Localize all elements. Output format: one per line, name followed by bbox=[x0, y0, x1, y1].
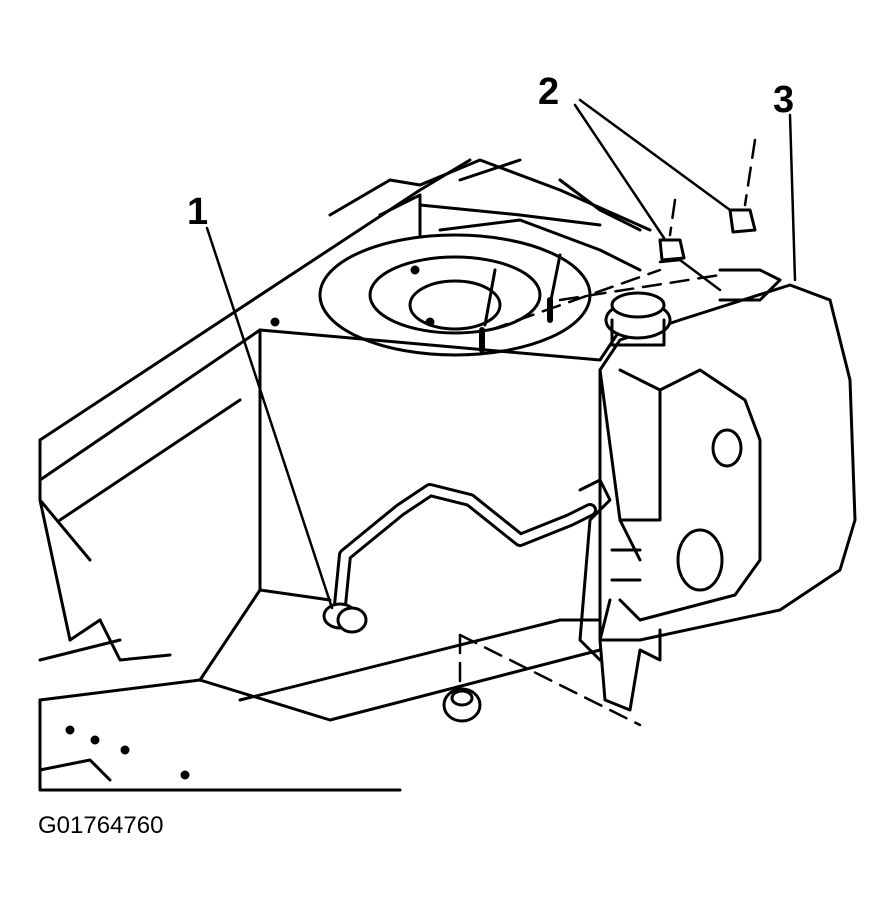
leader-2b bbox=[578, 98, 732, 212]
cowl-panel bbox=[328, 158, 652, 272]
leader-2a bbox=[573, 103, 666, 240]
fender-outline bbox=[38, 158, 472, 662]
callout-2: 2 bbox=[538, 71, 560, 113]
coolant-hose bbox=[322, 483, 597, 634]
callout-3: 3 bbox=[773, 79, 795, 121]
leader-lines bbox=[205, 98, 797, 610]
leader-1 bbox=[205, 226, 334, 610]
strut-tower bbox=[258, 233, 622, 362]
leader-3 bbox=[788, 113, 797, 282]
inner-fender bbox=[38, 328, 612, 792]
mounting-nuts bbox=[442, 208, 757, 723]
assembly-lines bbox=[198, 138, 757, 727]
coolant-reservoir bbox=[578, 268, 857, 712]
figure-id: G01764760 bbox=[38, 812, 164, 839]
callout-1: 1 bbox=[187, 191, 209, 233]
